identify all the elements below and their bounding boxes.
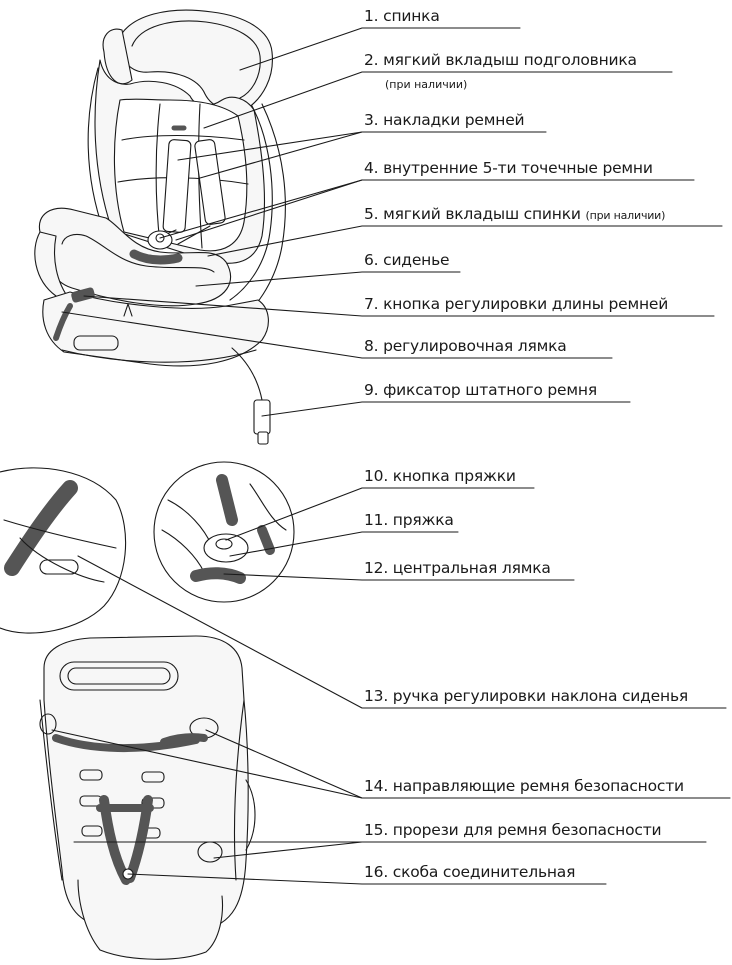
label-12: 12. центральная лямка	[364, 561, 551, 577]
buckle-detail-body	[204, 534, 248, 562]
label-11: 11. пряжка	[364, 513, 454, 529]
label-9: 9. фиксатор штатного ремня	[364, 383, 597, 399]
belt-guide-strap-right	[164, 737, 204, 742]
label-1: 1. спинка	[364, 9, 440, 25]
label-8: 8. регулировочная лямка	[364, 339, 567, 355]
leader-5	[208, 226, 722, 256]
leader-6	[196, 272, 460, 286]
label-16: 16. скоба соединительная	[364, 865, 575, 881]
label-13: 13. ручка регулировки наклона сиденья	[364, 689, 688, 705]
label-7: 7. кнопка регулировки длины ремней	[364, 297, 668, 313]
belt-clip	[254, 400, 270, 434]
car-seat-back-view	[40, 636, 255, 959]
label-3: 3. накладки ремней	[364, 113, 524, 129]
detail-buckle	[154, 462, 294, 602]
detail-recline-handle	[0, 468, 126, 633]
label-15: 15. прорези для ремня безопасности	[364, 823, 661, 839]
label-2-note: (при наличии)	[385, 79, 467, 90]
label-4: 4. внутренние 5-ти точечные ремни	[364, 161, 653, 177]
label-14: 14. направляющие ремня безопасности	[364, 779, 684, 795]
belt-clip-tip	[258, 432, 268, 444]
label-2: 2. мягкий вкладыш подголовника	[364, 53, 637, 69]
label-6: 6. сиденье	[364, 253, 449, 269]
label-10: 10. кнопка пряжки	[364, 469, 516, 485]
car-seat-front-view	[35, 10, 286, 444]
leader-15b	[214, 842, 706, 858]
label-5: 5. мягкий вкладыш спинки (при наличии)	[364, 207, 665, 223]
leader-9	[262, 402, 630, 416]
label-5-note: (при наличии)	[586, 209, 666, 222]
